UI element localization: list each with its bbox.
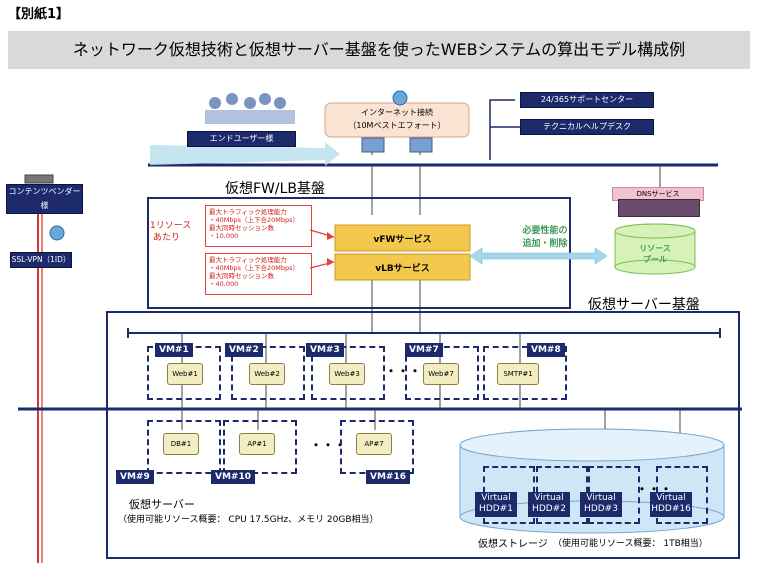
server-label: Web#7 — [428, 370, 454, 378]
resource-pool-line2: プール — [643, 255, 667, 264]
server-label: Web#1 — [172, 370, 198, 378]
server-label: Web#3 — [334, 370, 360, 378]
resource-pool-line1: リソース — [639, 244, 671, 253]
per-resource-line2: あたり — [153, 233, 181, 243]
fwlb-platform-label: 仮想FW/LB基盤 — [225, 181, 326, 197]
vm-frame — [311, 346, 385, 400]
vm-frame — [231, 346, 305, 400]
hdd-label: HDD#2 — [532, 504, 566, 514]
virtual-storage-desc: （使用可能リソース概要： 1TB相当） — [553, 539, 708, 549]
vfw-service-label: vFWサービス — [373, 235, 432, 245]
vm-tag: VM#3 — [306, 343, 344, 357]
hdd-label: Virtual — [656, 493, 686, 503]
vm-tag: VM#1 — [155, 343, 193, 357]
lb-spec-line: ・40,000 — [209, 280, 239, 288]
hdd-label: HDD#3 — [584, 504, 618, 514]
vm-tag: VM#2 — [225, 343, 263, 357]
lb-spec-line: 最大同時セッション数 — [209, 272, 274, 280]
vm-tag: VM#16 — [366, 470, 410, 484]
hdd-label: Virtual — [481, 493, 511, 503]
double-arrow-icon — [470, 248, 607, 264]
fw-spec-box: 最大トラフィック処理能力 ・40Mbps（上下合20Mbps） 最大同時セッショ… — [205, 205, 312, 247]
fw-spec-line: 最大トラフィック処理能力 — [209, 208, 287, 216]
ap-server-icon: AP#1 — [239, 433, 275, 455]
server-label: Web#2 — [254, 370, 280, 378]
hdd-label: Virtual — [534, 493, 564, 503]
virtual-storage-title: 仮想ストレージ — [478, 539, 548, 550]
virtual-server-desc: （使用可能リソース概要： CPU 17.5GHz、メモリ 20GB相当） — [118, 515, 379, 525]
lb-spec-box: 最大トラフィック処理能力 ・40Mbps（上下合20Mbps） 最大同時セッショ… — [205, 253, 312, 295]
vm-frame — [223, 420, 297, 474]
virtual-server-title: 仮想サーバー — [129, 498, 195, 511]
web-server-icon: Web#1 — [167, 363, 203, 385]
fw-spec-line: 最大同時セッション数 — [209, 224, 274, 232]
per-resource-line1: 1リソース — [150, 221, 192, 231]
internet-connection-bandwidth: （10Mベストエフォート） — [348, 121, 446, 130]
ellipsis: ・・・ — [310, 438, 347, 452]
content-vendor-label: コンテンツベンダー様 — [6, 184, 83, 214]
hdd-label: HDD#1 — [479, 504, 513, 514]
web-server-icon: Web#3 — [329, 363, 365, 385]
web-server-icon: Web#2 — [249, 363, 285, 385]
globe-icon — [50, 226, 64, 240]
scale-label-line1: 必要性能の — [522, 226, 568, 236]
lb-spec-line: 最大トラフィック処理能力 — [209, 256, 287, 264]
hdd-label: Virtual — [586, 493, 616, 503]
end-user-people-icon — [205, 92, 295, 124]
fw-spec-line: ・40Mbps（上下合20Mbps） — [209, 216, 300, 224]
fw-spec-line: ・10,000 — [209, 232, 239, 240]
vm-frame — [147, 420, 221, 474]
vm-tag: VM#8 — [527, 343, 565, 357]
lb-spec-line: ・40Mbps（上下合20Mbps） — [209, 264, 300, 272]
title-bar — [8, 31, 750, 69]
vm-tag: VM#7 — [405, 343, 443, 357]
support-center-box: 24/365サポートセンター — [520, 92, 654, 108]
db-server-icon: DB#1 — [163, 433, 199, 455]
hdd-label: HDD#16 — [651, 504, 691, 514]
web-server-icon: Web#7 — [423, 363, 459, 385]
smtp-server-icon: SMTP#1 — [497, 363, 539, 385]
ap-server-icon: AP#7 — [356, 433, 392, 455]
vm-tag: VM#10 — [211, 470, 255, 484]
dns-server-icon — [618, 199, 700, 217]
vlb-service-label: vLBサービス — [375, 264, 430, 274]
scale-label-line2: 追加・削除 — [522, 239, 568, 249]
server-label: AP#7 — [364, 440, 384, 448]
internet-connection-label: インターネット接続 — [361, 108, 433, 117]
header-tag: 【別紙1】 — [8, 7, 70, 22]
router-icon — [362, 138, 384, 152]
server-label: SMTP#1 — [503, 370, 533, 378]
server-label: DB#1 — [170, 440, 192, 448]
vm-frame — [483, 346, 567, 400]
helpdesk-box: テクニカルヘルプデスク — [520, 119, 654, 135]
server-label: AP#1 — [247, 440, 267, 448]
router-icon — [410, 138, 432, 152]
ellipsis: ・・・ — [385, 364, 422, 378]
page-title: ネットワーク仮想技術と仮想サーバー基盤を使ったWEBシステムの算出モデル構成例 — [72, 40, 686, 59]
vserver-platform-label: 仮想サーバー基盤 — [588, 297, 700, 313]
end-user-label: エンドユーザー様 — [187, 131, 296, 147]
ssl-vpn-label: SSL-VPN（1ID） — [10, 252, 72, 268]
vpn-device-icon — [20, 270, 60, 278]
vm-tag: VM#9 — [116, 470, 154, 484]
